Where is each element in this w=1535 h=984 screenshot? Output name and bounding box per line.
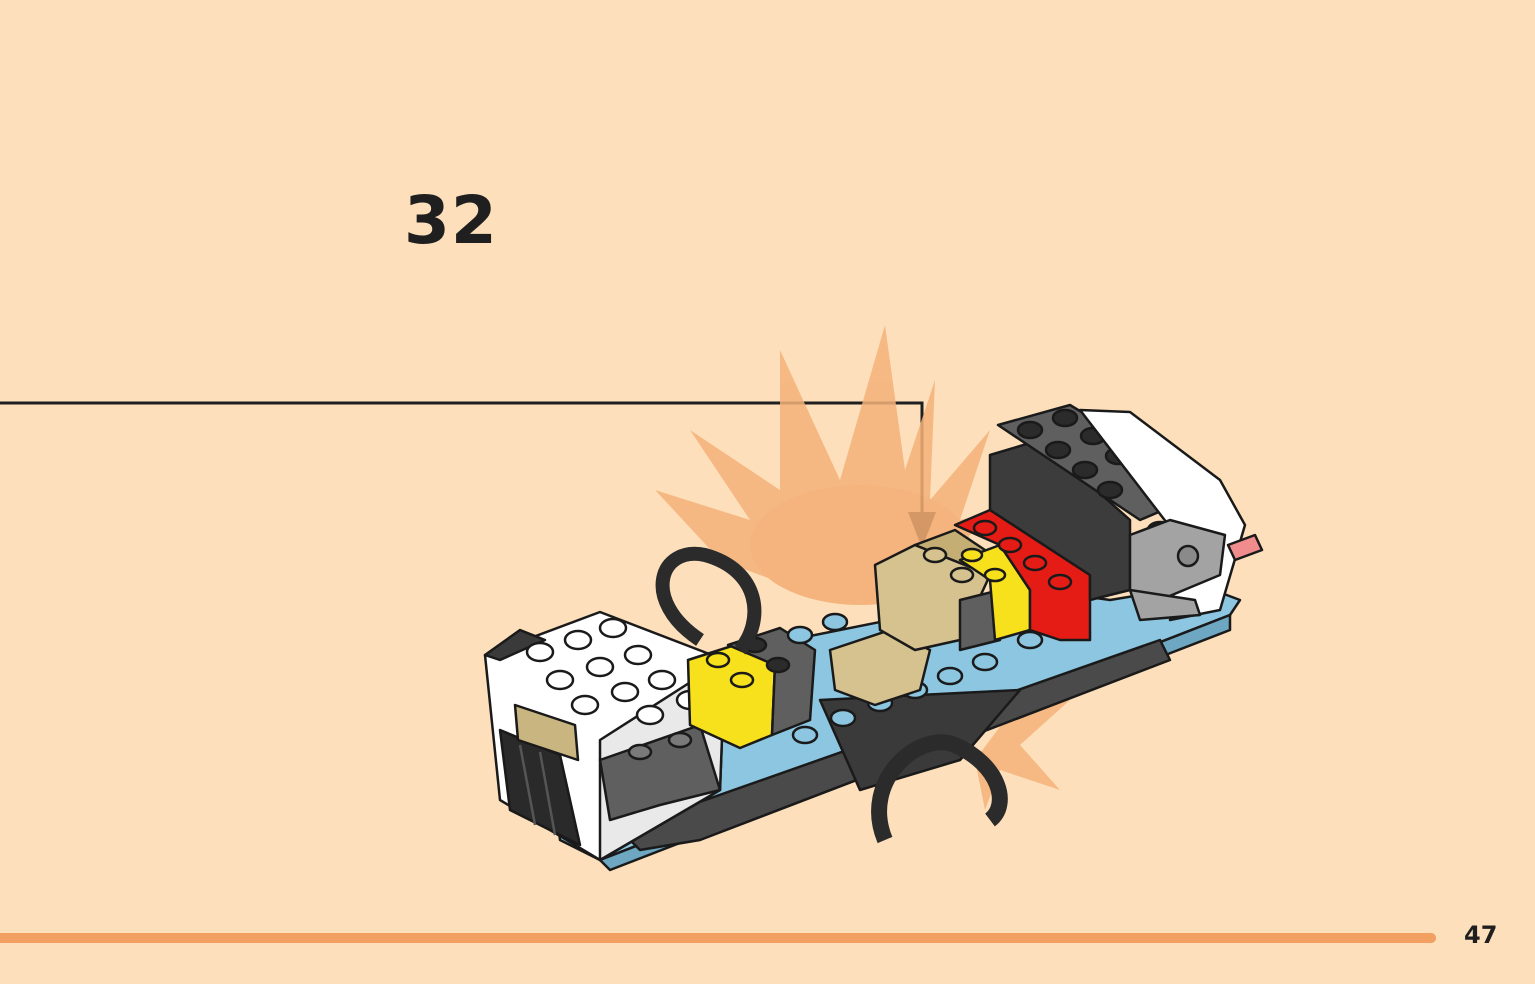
page-progress-fill bbox=[0, 933, 1436, 943]
page-progress-bar bbox=[0, 933, 1436, 943]
lego-model bbox=[483, 403, 1264, 872]
step-number: 32 bbox=[404, 182, 498, 259]
trans-red-light bbox=[1226, 533, 1264, 562]
flex-tube-rear bbox=[655, 546, 762, 655]
flex-tube-front bbox=[871, 734, 1008, 844]
page-number: 47 bbox=[1464, 921, 1498, 949]
